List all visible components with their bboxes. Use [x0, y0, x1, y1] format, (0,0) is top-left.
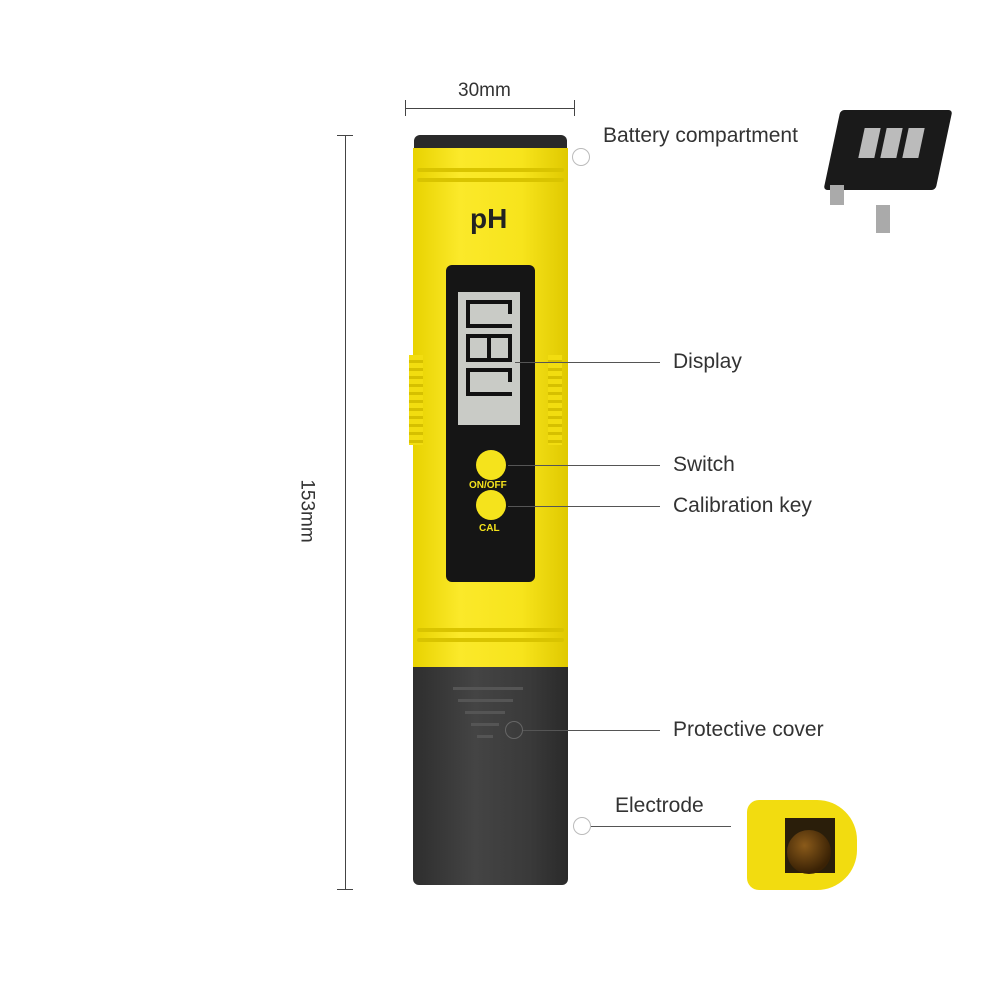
onoff-label: ON/OFF [469, 480, 507, 491]
battery-callout-label: Battery compartment [603, 124, 798, 147]
width-tick-right [574, 100, 575, 116]
cover-callout-line [523, 730, 660, 731]
electrode-callout-marker [573, 817, 591, 835]
display-callout-label: Display [673, 350, 742, 373]
lcd-display [458, 292, 520, 425]
display-callout-line [515, 362, 660, 363]
height-label: 153mm [296, 479, 318, 543]
grip-ribs-left [409, 355, 423, 445]
cover-callout-marker [505, 721, 523, 739]
cal-button[interactable] [476, 490, 506, 520]
width-tick-left [405, 100, 406, 116]
onoff-button[interactable] [476, 450, 506, 480]
battery-callout-marker [572, 148, 590, 166]
protective-cover [413, 667, 568, 885]
battery-terminal-2 [876, 205, 890, 233]
width-label: 30mm [458, 80, 511, 101]
calibration-callout-label: Calibration key [673, 494, 812, 517]
battery-compartment-image [823, 110, 953, 190]
height-tick-top [337, 135, 353, 136]
battery-terminal-1 [830, 185, 844, 205]
calibration-callout-line [508, 506, 660, 507]
height-tick-bottom [337, 889, 353, 890]
electrode-callout-line [591, 826, 731, 827]
switch-callout-label: Switch [673, 453, 735, 476]
height-dimension-line [345, 135, 346, 890]
electrode-image [747, 800, 857, 890]
cover-callout-label: Protective cover [673, 718, 824, 741]
cal-label: CAL [479, 523, 500, 534]
width-dimension-line [405, 108, 575, 109]
grip-ribs-right [548, 355, 562, 445]
ph-logo: pH [470, 203, 508, 234]
switch-callout-line [508, 465, 660, 466]
electrode-callout-label: Electrode [615, 794, 704, 817]
